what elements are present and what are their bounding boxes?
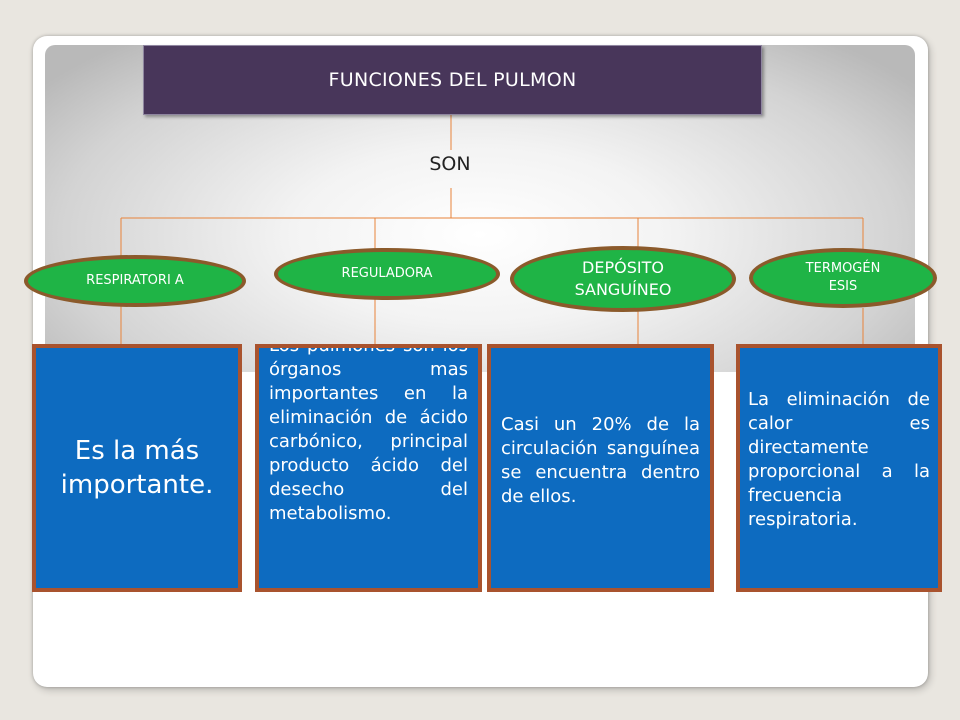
category-label: DEPÓSITO SANGUÍNEO: [574, 258, 672, 299]
category-deposito-sanguineo: DEPÓSITO SANGUÍNEO: [510, 246, 736, 312]
category-termogenesis: TERMOGÉN ESIS: [749, 248, 937, 308]
category-label: TERMOGÉN ESIS: [805, 261, 881, 294]
category-label: REGULADORA: [341, 266, 433, 281]
description-text: La eliminación de calor es directamente …: [748, 389, 930, 530]
connector-label: SON: [429, 153, 471, 175]
diagram-title: FUNCIONES DEL PULMON: [143, 45, 762, 115]
description-box-termogenesis: La eliminación de calor es directamente …: [736, 344, 942, 592]
description-text: Los pulmones son los órganos mas importa…: [269, 344, 468, 524]
description-text: Casi un 20% de la circulación sanguínea …: [501, 414, 700, 507]
category-label: RESPIRATORI A: [86, 273, 184, 288]
description-box-reguladora: Los pulmones son los órganos mas importa…: [255, 344, 482, 592]
description-box-deposito-sanguineo: Casi un 20% de la circulación sanguínea …: [487, 344, 714, 592]
category-reguladora: REGULADORA: [274, 248, 500, 300]
description-text: Es la más importante.: [60, 436, 214, 500]
category-respiratoria: RESPIRATORI A: [24, 255, 246, 307]
description-box-respiratoria: Es la más importante.: [32, 344, 242, 592]
